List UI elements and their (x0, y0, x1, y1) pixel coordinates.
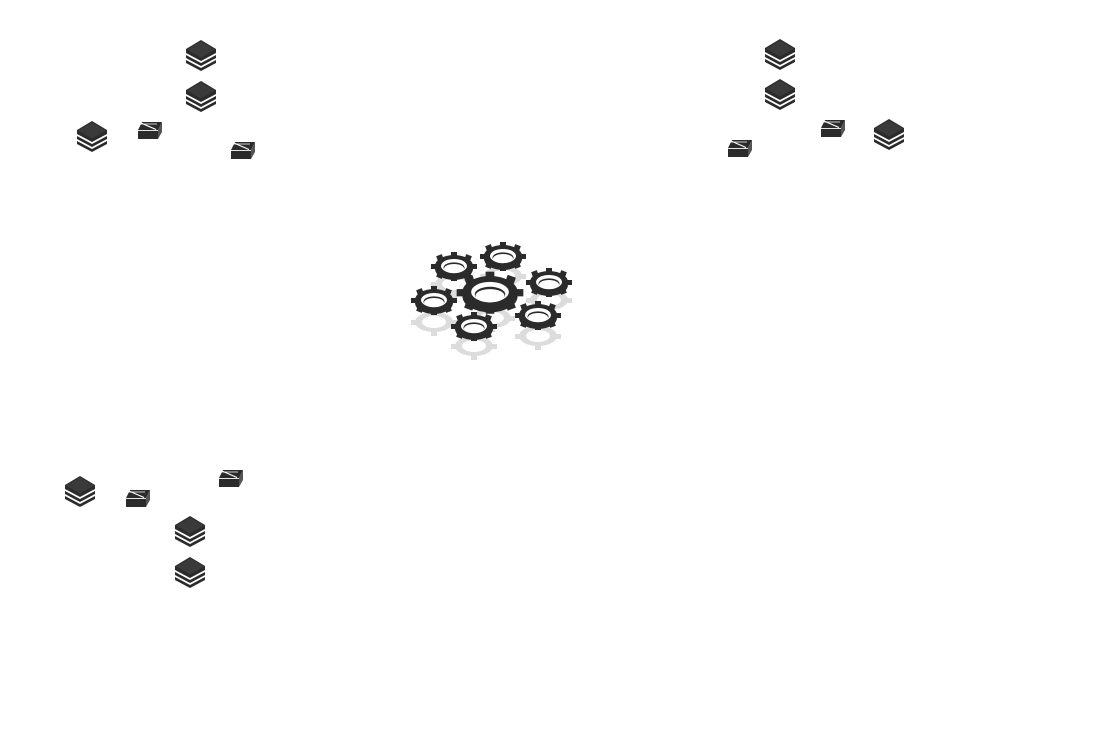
hexagon-prism-icon (125, 489, 151, 508)
cluster-top-right (727, 39, 904, 158)
gears-cluster-icon (411, 242, 572, 360)
layers-icon (175, 516, 205, 547)
hexagon-prism-icon (137, 121, 163, 140)
cluster-top-left (77, 40, 256, 160)
gear-icon-large (456, 271, 524, 314)
layers-icon (65, 476, 95, 507)
layers-icon (186, 81, 216, 112)
gear-icon (526, 268, 572, 297)
layers-icon (186, 40, 216, 71)
gear-icon (451, 312, 497, 341)
layers-icon (874, 119, 904, 150)
hexagon-prism-icon (727, 139, 753, 158)
layers-icon (765, 39, 795, 70)
layers-icon (765, 79, 795, 110)
gear-icon (515, 301, 561, 330)
gear-icon (411, 286, 457, 315)
hexagon-prism-icon (820, 119, 846, 138)
hexagon-prism-icon (230, 141, 256, 160)
gear-icon (480, 242, 526, 271)
layers-icon (77, 121, 107, 152)
layers-icon (175, 557, 205, 588)
hexagon-prism-icon (218, 469, 244, 488)
cluster-bottom-left (65, 469, 244, 588)
